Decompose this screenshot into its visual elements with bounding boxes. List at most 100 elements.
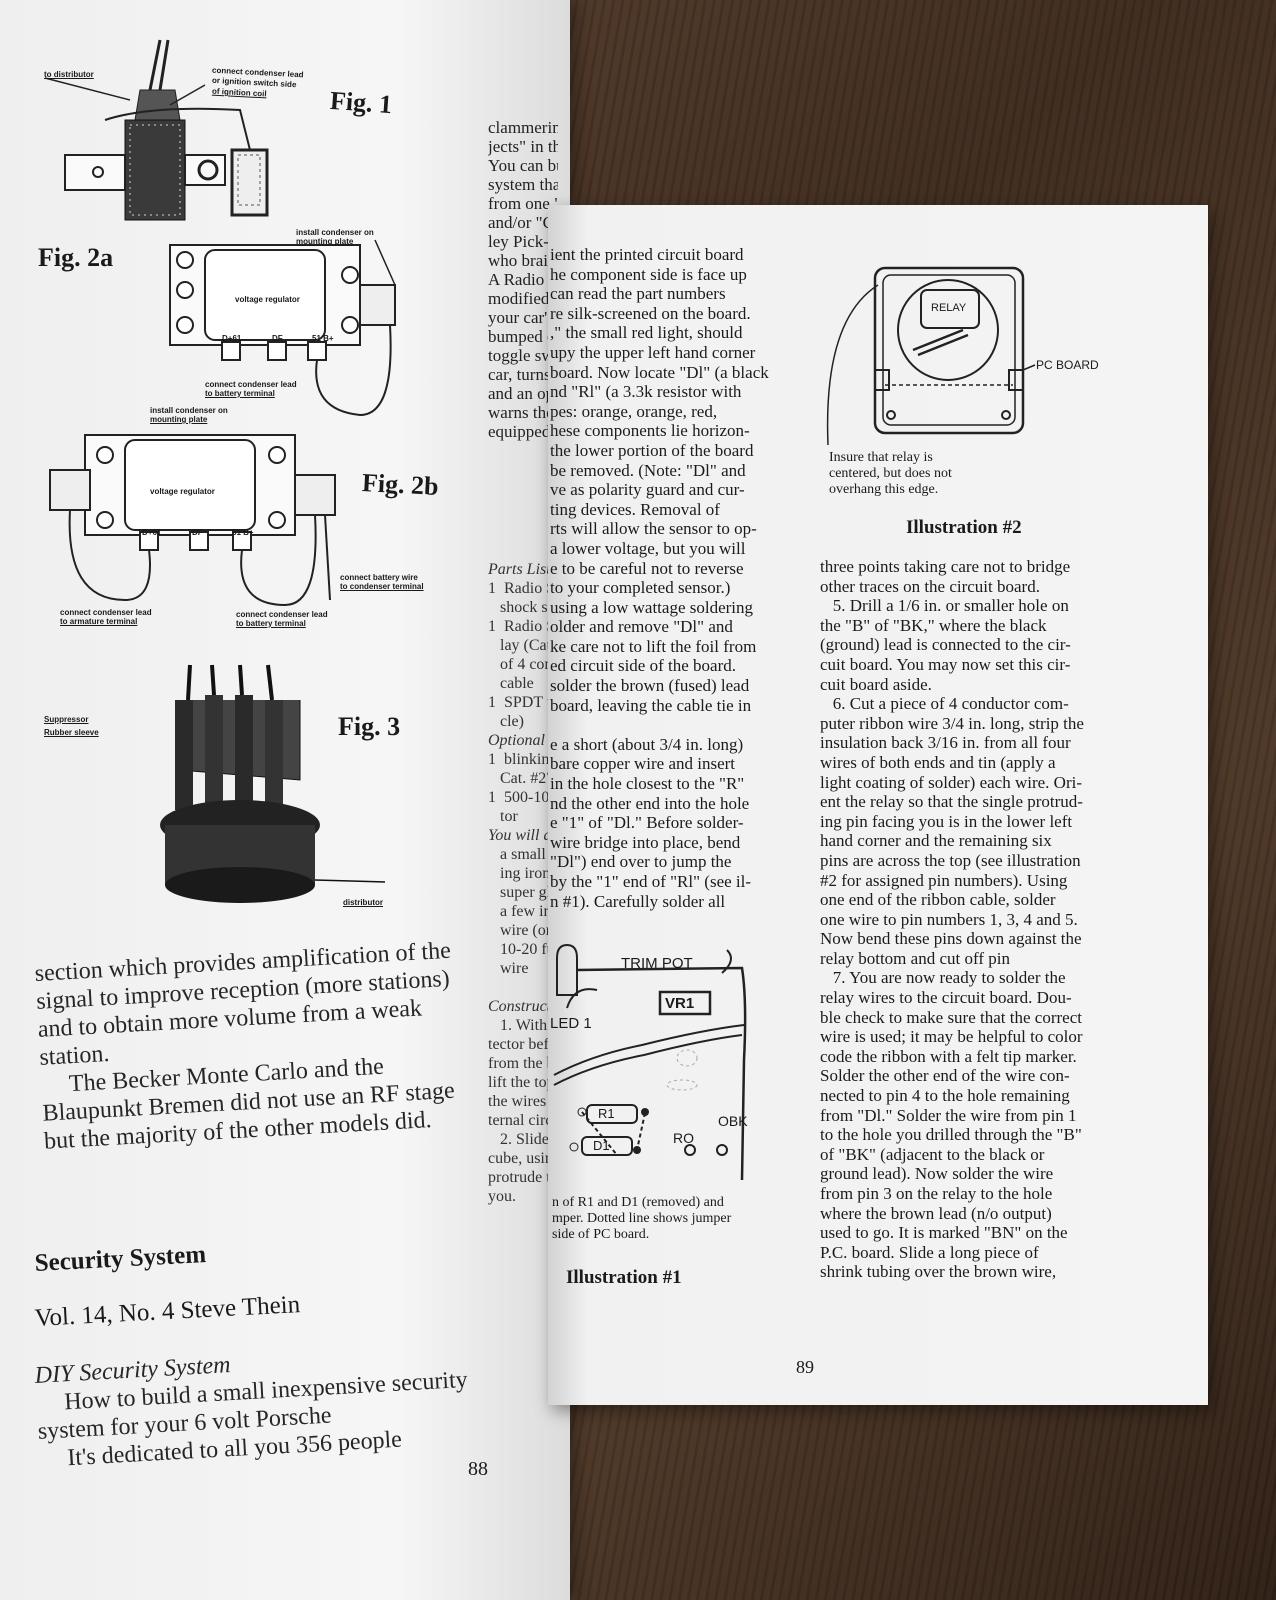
spine-line: your car's h	[488, 308, 558, 327]
fig3-note-1: Suppressor	[44, 715, 89, 724]
fig2b-note-4: to condenser terminal	[340, 582, 424, 591]
fig2a-term-1: D+61	[222, 334, 242, 343]
illustration-2-drawing	[826, 266, 1036, 446]
spine-line: car, turns th	[488, 365, 558, 384]
text-line: e a short (about 3/4 in. long)	[550, 734, 744, 754]
parts-line: cable	[488, 675, 534, 692]
parts-line: from the bo	[488, 1055, 550, 1072]
ill1-vr1: VR1	[665, 995, 695, 1012]
text-line: older and remove "Dl" and	[550, 617, 733, 637]
fig2a-note-1: install condenser on	[296, 228, 374, 237]
spine-line: and an optio	[488, 384, 558, 403]
text-line: ent the relay so that the single protrud…	[820, 792, 1083, 812]
parts-line: 1 Radio Sha	[488, 618, 550, 635]
volume-line: Vol. 14, No. 4 Steve Thein	[34, 1291, 301, 1332]
ill2-relay: RELAY	[931, 302, 967, 314]
parts-line	[488, 978, 550, 997]
fig2b-term-1: D+61	[142, 528, 162, 537]
spine-line: system that	[488, 175, 558, 194]
ill2-pcboard: PC BOARD	[1036, 358, 1099, 372]
text-line: insulation back 3/16 in. from all four	[820, 733, 1071, 753]
spine-line: and/or "Cam	[488, 213, 558, 232]
parts-line: you.	[488, 1188, 516, 1205]
fig2b-term-3: 51 B+	[232, 528, 254, 537]
fig2b-regulator: voltage regulator	[150, 487, 215, 496]
fig2a-label: Fig. 2a	[38, 243, 114, 272]
text-line: where the brown lead (n/o output)	[820, 1203, 1052, 1223]
ill1-d1: D1	[593, 1138, 610, 1153]
text-line: 6. Cut a piece of 4 conductor com-	[820, 694, 1069, 714]
text-line: P.C. board. Slide a long piece of	[820, 1242, 1039, 1262]
parts-line: super glu	[500, 884, 550, 901]
text-line: a lower voltage, but you will	[550, 538, 746, 558]
text-line: upy the upper left hand corner	[550, 342, 756, 362]
text-line: "Dl") end over to jump the	[550, 852, 732, 872]
fig2b-note-7: connect condenser lead	[236, 610, 328, 619]
spine-line: toggle switc	[488, 346, 558, 365]
ill1-ro: RO	[673, 1130, 694, 1146]
fig2b-note-3: connect battery wire	[340, 573, 418, 582]
spine-line: clammering fo	[488, 118, 558, 137]
caption-line: mper. Dotted line shows jumper	[552, 1211, 732, 1226]
text-line: wire is used; it may be helpful to color	[820, 1027, 1083, 1047]
text-line: one end of the ribbon cable, solder	[820, 890, 1056, 910]
spine-line: jects" in the	[488, 137, 558, 156]
parts-line: 2. Slide	[488, 1131, 549, 1148]
spine-column: clammering fo jects" in the You can buil…	[488, 118, 558, 441]
text-line: puter ribbon wire 3/4 in. long, strip th…	[820, 713, 1084, 733]
text-line: solder the brown (fused) lead	[550, 676, 750, 696]
spine-line: equipped w	[488, 422, 558, 441]
fig3-note-2: Rubber sleeve	[44, 728, 99, 737]
fig2a-term-2: DF	[272, 334, 283, 343]
text-line: code the ribbon with a felt tip marker.	[820, 1046, 1077, 1066]
illustration-1-drawing	[553, 943, 747, 1181]
left-page-number: 88	[468, 1458, 488, 1480]
caption-line: overhang this edge.	[829, 482, 939, 497]
caption-line: side of PC board.	[552, 1227, 650, 1242]
parts-line: cube, using	[488, 1150, 550, 1167]
text-line: of "BK" (adjacent to the black or	[820, 1144, 1045, 1164]
text-line: hand corner and the remaining six	[820, 831, 1052, 851]
fig2b-note-8: to battery terminal	[236, 619, 306, 628]
fig2a-drawing	[169, 239, 396, 417]
text-line: cuit board. You may now set this cir-	[820, 654, 1071, 674]
parts-line: of 4 cond	[500, 656, 550, 673]
spine-line: bumped or	[488, 327, 558, 346]
spine-line: A Radio S	[488, 270, 558, 289]
fig2a-note-4: to battery terminal	[205, 389, 275, 398]
parts-line: lay (Cat.	[488, 637, 550, 654]
fig2b-note-1: install condenser on	[150, 406, 228, 415]
spine-line: from one "m	[488, 194, 558, 213]
parts-line: tector befor	[488, 1036, 550, 1053]
caption-line: Insure that relay is	[829, 450, 933, 465]
spine-line: warns the p	[488, 403, 558, 422]
text-line: to your completed sensor.)	[550, 578, 731, 598]
text-line: pes: orange, orange, red,	[550, 401, 718, 421]
parts-line: Cat. #27	[488, 770, 550, 787]
text-line: he component side is face up	[550, 264, 747, 284]
parts-line: lift the top	[488, 1074, 550, 1091]
text-line: relay bottom and cut off pin	[820, 948, 1010, 968]
text-line: wires of both ends and tin (apply a	[820, 752, 1056, 772]
text-line: from pin 3 on the relay to the hole	[820, 1184, 1053, 1203]
fig2b-note-6: to armature terminal	[60, 617, 138, 626]
text-line: by the "1" end of "Rl" (see il-	[550, 872, 752, 891]
parts-line: wire	[488, 960, 529, 977]
parts-line: 1 SPDT tog	[488, 694, 550, 711]
text-line: one wire to pin numbers 1, 3, 4 and 5.	[820, 909, 1078, 929]
right-page-number: 89	[796, 1357, 814, 1377]
fig2a-note-3: connect condenser lead	[205, 380, 297, 389]
fig2a-regulator: voltage regulator	[235, 295, 300, 304]
parts-line: a few inc	[500, 903, 550, 920]
text-line	[550, 715, 810, 735]
body-text: section which provides amplification of …	[34, 935, 484, 1155]
fig2b-note-2: mounting plate	[150, 415, 208, 424]
fig2b-note-5: connect condenser lead	[60, 608, 152, 617]
text-line: board, leaving the cable tie in	[550, 695, 752, 715]
text-line: the lower portion of the board	[550, 440, 754, 460]
spine-line: You can buil	[488, 156, 558, 175]
